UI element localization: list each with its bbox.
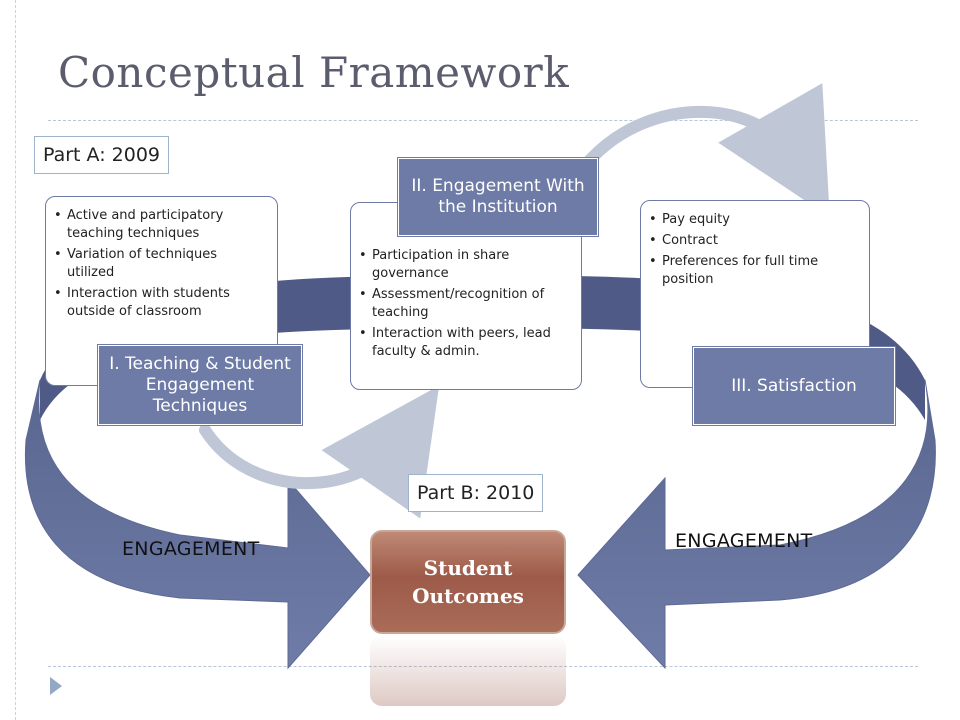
list-item: Contract (649, 232, 859, 250)
institution-engagement-label: II. Engagement With the Institution (398, 158, 598, 236)
satisfaction-label: III. Satisfaction (693, 347, 895, 425)
right-engagement-arrow (577, 379, 936, 670)
institution-engagement-list: Participation in share governance Assess… (359, 247, 571, 361)
part-a-label: Part A: 2009 (34, 136, 170, 174)
bullet-marker-icon (50, 677, 62, 695)
list-item: Preferences for full time position (649, 253, 859, 289)
slide-margin-guide (15, 0, 16, 720)
list-item: Pay equity (649, 211, 859, 229)
satisfaction-list: Pay equity Contract Preferences for full… (649, 211, 859, 289)
student-outcomes-reflection (370, 636, 566, 706)
curved-arrow-top (584, 83, 830, 218)
slide-title: Conceptual Framework (58, 48, 570, 97)
list-item: Interaction with students outside of cla… (54, 285, 267, 321)
engagement-left-text: ENGAGEMENT (122, 538, 260, 560)
teaching-techniques-list: Active and participatory teaching techni… (54, 207, 267, 321)
list-item: Active and participatory teaching techni… (54, 207, 267, 243)
title-divider (48, 120, 918, 121)
part-b-label: Part B: 2010 (408, 474, 544, 512)
teaching-techniques-label: I. Teaching & Student Engagement Techniq… (98, 345, 302, 425)
list-item: Assessment/recognition of teaching (359, 286, 571, 322)
left-engagement-arrow (24, 379, 371, 670)
engagement-right-text: ENGAGEMENT (675, 530, 813, 552)
student-outcomes-text: Student Outcomes (412, 556, 524, 608)
footer-divider (48, 666, 918, 667)
list-item: Variation of techniques utilized (54, 246, 267, 282)
student-outcomes-box: Student Outcomes (370, 530, 566, 634)
list-item: Interaction with peers, lead faculty & a… (359, 325, 571, 361)
list-item: Participation in share governance (359, 247, 571, 283)
curved-arrow-bottom (199, 385, 440, 519)
